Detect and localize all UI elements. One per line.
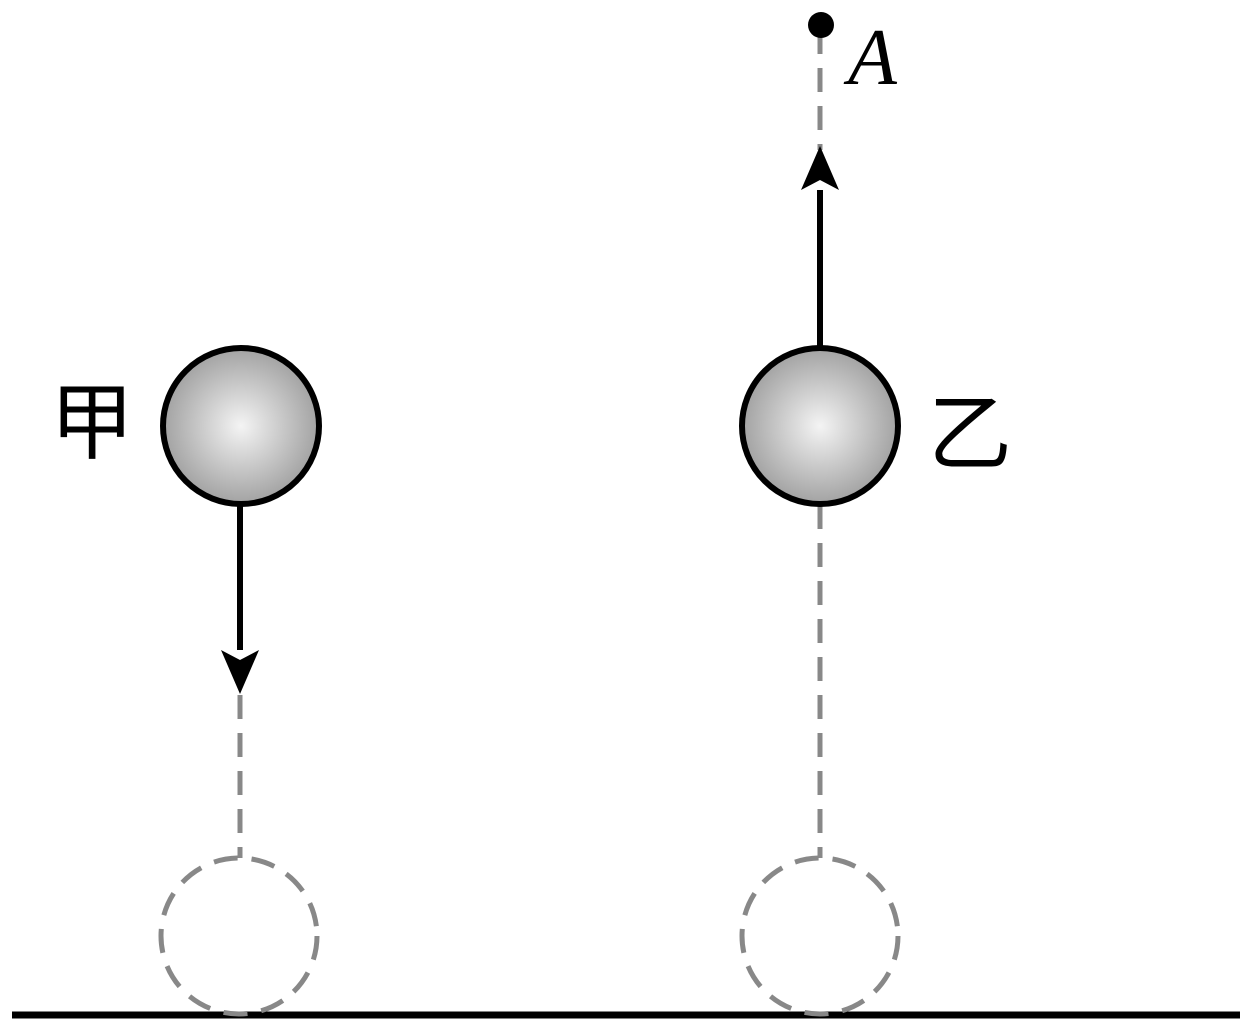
left-arrowhead [221, 650, 259, 694]
left-ghost-ball [158, 855, 320, 1017]
right-ghost-ball [739, 855, 901, 1017]
ball-left [160, 345, 322, 507]
ball-left-label: 甲 [50, 374, 134, 472]
right-arrowhead [801, 146, 839, 190]
ball-right [739, 345, 901, 507]
ball-right-label: 乙 [928, 385, 1012, 483]
point-a-dot [808, 12, 834, 38]
point-a-label: A [843, 14, 898, 102]
